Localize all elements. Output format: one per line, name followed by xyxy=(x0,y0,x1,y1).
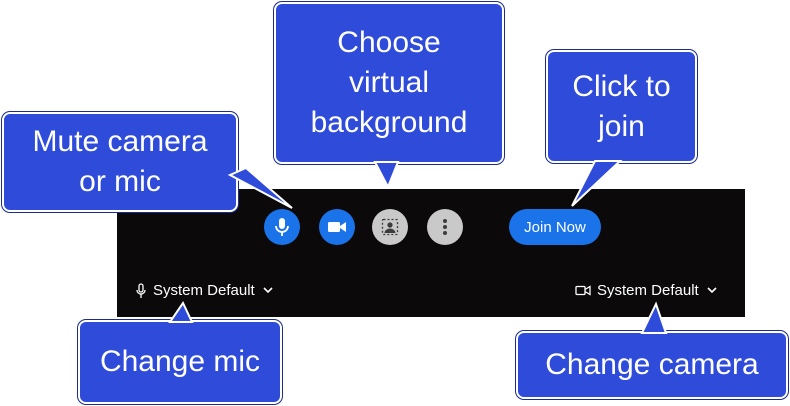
mic-device-label: System Default xyxy=(153,282,255,299)
virtual-background-icon xyxy=(381,218,399,236)
join-callout-pointer xyxy=(571,160,623,207)
change-mic-callout: Change mic xyxy=(78,320,282,404)
join-now-button[interactable]: Join Now xyxy=(509,209,601,245)
microphone-icon xyxy=(136,282,146,298)
microphone-icon xyxy=(275,218,289,236)
mic-device-selector[interactable]: System Default xyxy=(135,282,273,299)
change-camera-callout-pointer xyxy=(640,301,668,334)
virtual-background-button[interactable] xyxy=(372,209,408,245)
camera-toggle-button[interactable] xyxy=(319,209,355,245)
mute-callout-pointer xyxy=(227,166,293,209)
change-camera-callout: Change camera xyxy=(516,331,788,399)
background-callout: Choose virtual background xyxy=(274,2,504,164)
mic-toggle-button[interactable] xyxy=(264,209,300,245)
join-callout: Click to join xyxy=(546,50,697,163)
video-camera-icon xyxy=(575,285,591,296)
more-vertical-icon xyxy=(443,219,447,235)
background-callout-pointer xyxy=(373,161,400,190)
camera-device-selector[interactable]: System Default xyxy=(575,282,717,299)
more-options-button[interactable] xyxy=(427,209,463,245)
meeting-preview-bar: Join Now System Default System Default xyxy=(117,189,745,317)
change-mic-callout-pointer xyxy=(168,300,194,323)
chevron-down-icon xyxy=(263,287,273,294)
video-camera-icon xyxy=(328,222,346,232)
camera-device-label: System Default xyxy=(597,282,699,299)
mute-callout: Mute camera or mic xyxy=(2,112,238,212)
chevron-down-icon xyxy=(707,287,717,294)
